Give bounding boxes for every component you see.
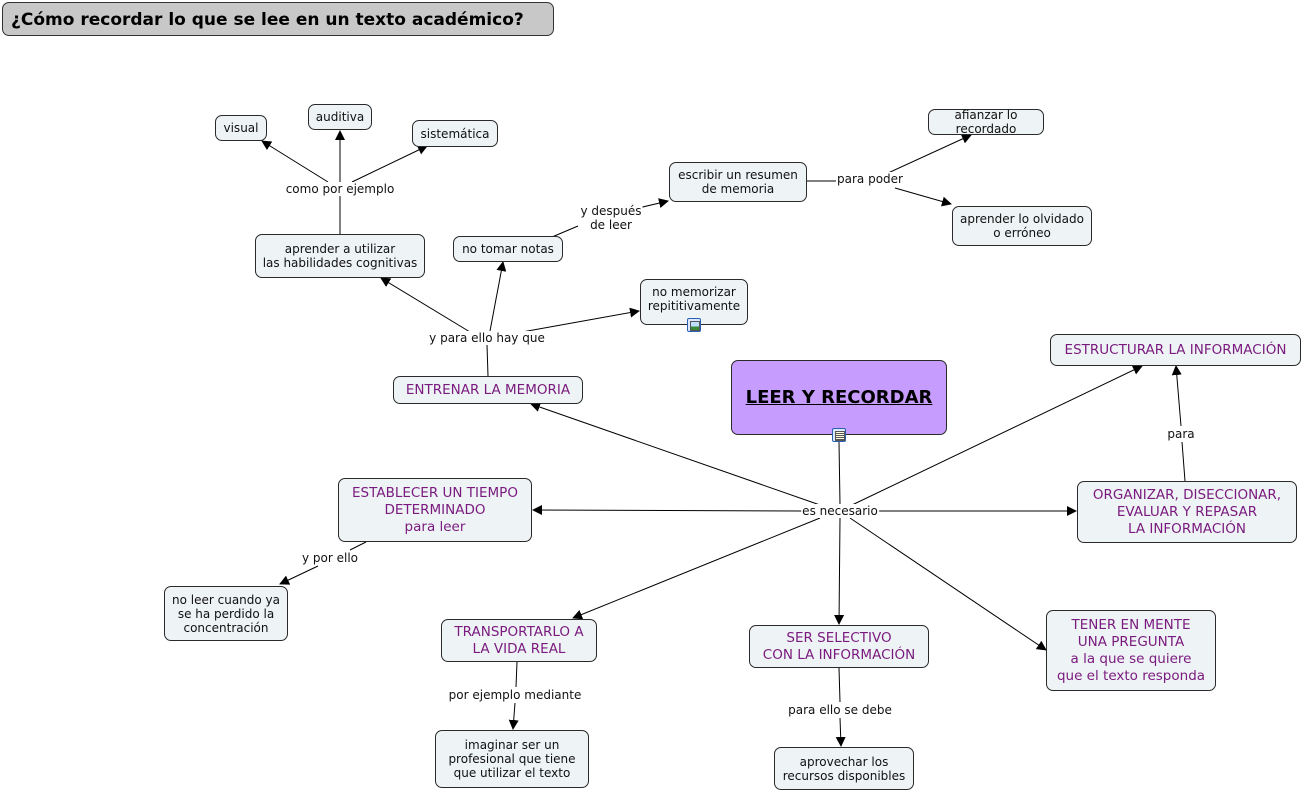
link-es-necesario[interactable]: es necesario	[801, 504, 879, 518]
concept-no-memorizar[interactable]: no memorizar repititivamente	[640, 279, 748, 325]
link-y-para-ello-hay-que[interactable]: y para ello hay que	[428, 331, 546, 345]
edge-to-estructurar	[851, 365, 1143, 506]
edge-to-selectivo	[834, 517, 845, 625]
edge-organizar-para	[1181, 441, 1186, 482]
concept-estructurar[interactable]: ESTRUCTURAR LA INFORMACIÓN	[1050, 334, 1301, 366]
edge-to-afianzar	[887, 134, 972, 174]
edge-to-aprender-olv	[894, 187, 952, 207]
edge-to-entrenar	[530, 402, 821, 506]
concept-entrenar-memoria[interactable]: ENTRENAR LA MEMORIA	[393, 376, 583, 404]
concept-escribir-resumen[interactable]: escribir un resumen de memoria	[669, 162, 807, 202]
image-icon[interactable]	[687, 318, 701, 332]
edge-to-transportar	[572, 517, 821, 620]
edge-root-es-necesario	[838, 441, 841, 506]
link-y-despues-de-leer[interactable]: y después de leer	[579, 204, 643, 232]
concept-afianzar[interactable]: afianzar lo recordado	[928, 108, 1044, 136]
link-para-ello-se-debe[interactable]: para ello se debe	[787, 703, 893, 717]
link-y-por-ello[interactable]: y por ello	[300, 551, 360, 565]
edge-to-no-memorizar	[521, 307, 640, 333]
concept-leer-y-recordar[interactable]: LEER Y RECORDAR	[731, 360, 947, 435]
edge-to-tener	[849, 517, 1047, 651]
edge-entrenar-link	[486, 344, 489, 377]
edge-no-tomar-link	[551, 225, 579, 238]
concept-imaginar[interactable]: imaginar ser un profesional que tiene qu…	[435, 730, 589, 788]
concept-tener-en-mente[interactable]: TENER EN MENTE UNA PREGUNTA a la que se …	[1046, 610, 1216, 691]
concept-organizar[interactable]: ORGANIZAR, DISECCIONAR, EVALUAR Y REPASA…	[1077, 481, 1297, 543]
link-para[interactable]: para	[1166, 427, 1196, 441]
concept-ser-selectivo[interactable]: SER SELECTIVO CON LA INFORMACIÓN	[749, 625, 929, 668]
concept-transportar[interactable]: TRANSPORTARLO A LA VIDA REAL	[441, 619, 597, 662]
edge-establecer-link	[349, 541, 367, 551]
edge-to-no-leer	[279, 565, 319, 585]
concept-aprovechar[interactable]: aprovechar los recursos disponibles	[774, 747, 914, 790]
edge-to-sistematica	[351, 145, 428, 183]
edge-to-aprender-util	[380, 277, 471, 333]
map-title: ¿Cómo recordar lo que se lee en un texto…	[2, 2, 554, 36]
document-icon[interactable]	[832, 428, 846, 442]
edge-selectivo-link	[838, 667, 841, 703]
edge-to-imaginar	[508, 702, 519, 730]
edge-to-aprovechar	[835, 717, 846, 747]
link-para-poder[interactable]: para poder	[836, 172, 904, 186]
edge-para-estructurar	[1171, 365, 1182, 427]
concept-aprender-utilizar[interactable]: aprender a utilizar las habilidades cogn…	[255, 234, 425, 278]
concept-no-tomar-notas[interactable]: no tomar notas	[453, 236, 563, 262]
edge-to-establecer	[532, 505, 803, 516]
link-por-ejemplo-mediante[interactable]: por ejemplo mediante	[447, 688, 583, 702]
edge-transportar-link	[515, 661, 518, 688]
concept-auditiva[interactable]: auditiva	[308, 104, 372, 130]
edge-to-no-tomar	[489, 261, 507, 332]
concept-aprender-olvidado[interactable]: aprender lo olvidado o erróneo	[952, 206, 1092, 246]
link-como-por-ejemplo[interactable]: como por ejemplo	[284, 182, 396, 196]
edge-to-visual	[261, 140, 329, 183]
concept-sistematica[interactable]: sistemática	[412, 120, 498, 147]
concept-no-leer[interactable]: no leer cuando ya se ha perdido la conce…	[164, 586, 288, 641]
concept-establecer-tiempo[interactable]: ESTABLECER UN TIEMPO DETERMINADO para le…	[338, 478, 532, 542]
concept-visual[interactable]: visual	[215, 115, 267, 141]
